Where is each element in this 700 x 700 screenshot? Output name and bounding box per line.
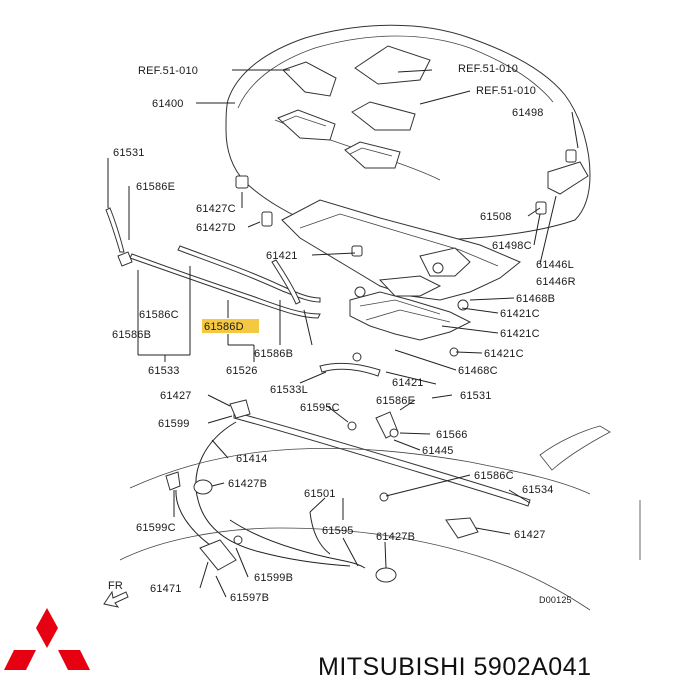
label-61421c-a: 61421C bbox=[500, 308, 540, 320]
label-61533: 61533 bbox=[148, 365, 180, 377]
leader-lines bbox=[107, 69, 579, 598]
hood-underside-panel bbox=[281, 199, 521, 341]
label-61427: 61427 bbox=[160, 390, 192, 402]
label-61427b-right: 61427B bbox=[376, 531, 415, 543]
label-61599b: 61599B bbox=[254, 572, 293, 584]
label-61446l: 61446L bbox=[536, 259, 574, 271]
label-61586e: 61586E bbox=[136, 181, 175, 193]
front-direction-arrow-icon bbox=[103, 590, 129, 608]
hood-panel bbox=[225, 24, 591, 241]
brand-part-number: MITSUBISHI 5902A041 bbox=[318, 653, 592, 681]
label-61595: 61595 bbox=[322, 525, 354, 537]
label-61586e-right: 61586E bbox=[376, 395, 415, 407]
label-ref-51-010-a: REF.51-010 bbox=[138, 65, 198, 77]
label-61400: 61400 bbox=[152, 98, 184, 110]
part-labels: REF.51-010 REF.51-010 REF.51-010 61400 6… bbox=[108, 63, 576, 605]
label-61445: 61445 bbox=[422, 445, 454, 457]
car-body-outline bbox=[119, 425, 641, 611]
label-ref-51-010-b: REF.51-010 bbox=[458, 63, 518, 75]
label-61501: 61501 bbox=[304, 488, 336, 500]
small-parts bbox=[117, 149, 589, 583]
label-61508: 61508 bbox=[480, 211, 512, 223]
label-61421c-c: 61421C bbox=[484, 348, 524, 360]
label-61566: 61566 bbox=[436, 429, 468, 441]
side-seals bbox=[105, 207, 381, 377]
diagram-code: D00125 bbox=[539, 595, 572, 605]
label-61471: 61471 bbox=[150, 583, 182, 595]
label-61533l: 61533L bbox=[270, 384, 308, 396]
label-61597b: 61597B bbox=[230, 592, 269, 604]
label-61534: 61534 bbox=[522, 484, 554, 496]
mitsubishi-logo-icon bbox=[4, 608, 90, 670]
label-61595c: 61595C bbox=[300, 402, 340, 414]
label-61498: 61498 bbox=[512, 107, 544, 119]
label-61427c: 61427C bbox=[196, 203, 236, 215]
label-61498c: 61498C bbox=[492, 240, 532, 252]
label-61468b: 61468B bbox=[516, 293, 555, 305]
label-61586c-right: 61586C bbox=[474, 470, 514, 482]
label-61414: 61414 bbox=[236, 453, 268, 465]
label-61421-mid: 61421 bbox=[392, 377, 424, 389]
label-61526: 61526 bbox=[226, 365, 258, 377]
label-61586b-left: 61586B bbox=[112, 329, 151, 341]
logo-diamond-right bbox=[58, 650, 90, 670]
label-61586c: 61586C bbox=[139, 309, 179, 321]
highlight-61586d bbox=[202, 319, 259, 333]
label-61599: 61599 bbox=[158, 418, 190, 430]
label-61427-right: 61427 bbox=[514, 529, 546, 541]
label-61421-top: 61421 bbox=[266, 250, 298, 262]
release-cables bbox=[175, 411, 531, 569]
label-61427d: 61427D bbox=[196, 222, 236, 234]
label-61446r: 61446R bbox=[536, 276, 576, 288]
label-ref-51-010-c: REF.51-010 bbox=[476, 85, 536, 97]
label-61427b: 61427B bbox=[228, 478, 267, 490]
hood-parts-diagram: REF.51-010 REF.51-010 REF.51-010 61400 6… bbox=[103, 24, 641, 611]
label-61531: 61531 bbox=[113, 147, 145, 159]
logo-diamond-top bbox=[36, 608, 58, 648]
label-61599c: 61599C bbox=[136, 522, 176, 534]
label-61421c-b: 61421C bbox=[500, 328, 540, 340]
label-61468c: 61468C bbox=[458, 365, 498, 377]
label-61531-right: 61531 bbox=[460, 390, 492, 402]
label-61586b-right: 61586B bbox=[254, 348, 293, 360]
label-61586d-highlighted: 61586D bbox=[204, 321, 244, 333]
label-fr: FR bbox=[108, 580, 123, 592]
logo-diamond-left bbox=[4, 650, 36, 670]
